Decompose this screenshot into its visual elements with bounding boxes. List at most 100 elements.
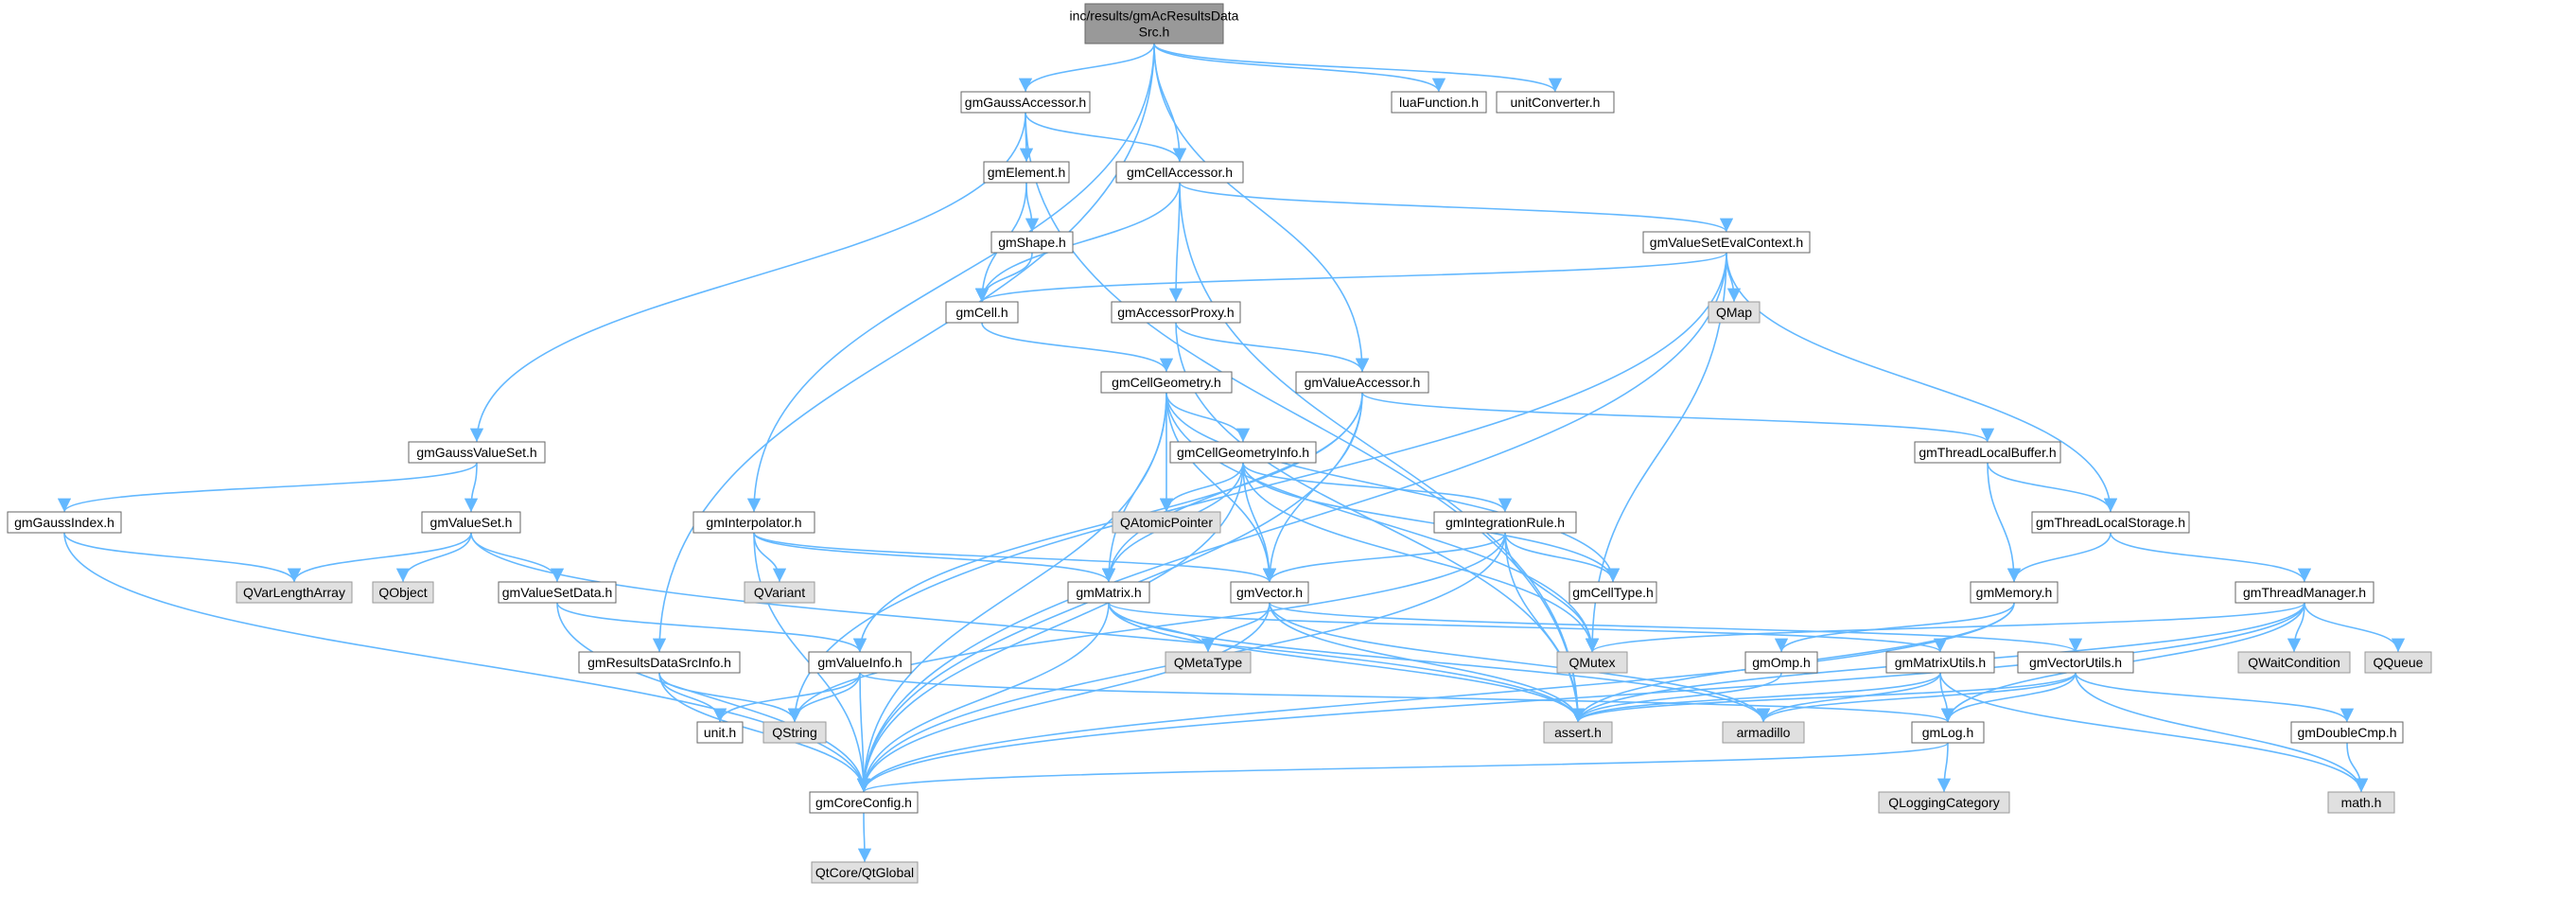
node-tlstore[interactable]: gmThreadLocalStorage.h — [2031, 511, 2190, 534]
node-matutils[interactable]: gmMatrixUtils.h — [1885, 651, 1995, 674]
edge-threadmgr-to-qmutex — [1586, 602, 2305, 653]
edge-resinfo-to-qstring — [658, 672, 802, 723]
node-box — [7, 511, 122, 534]
edge-cellgeo-to-vector — [1165, 392, 1277, 583]
edge-root-to-unitconv — [1153, 43, 1562, 93]
node-luafn[interactable]: luaFunction.h — [1391, 91, 1487, 114]
edge-cellgeoinfo-to-intrule — [1242, 462, 1513, 513]
node-label: luaFunction.h — [1399, 95, 1479, 110]
edge-matutils-to-log — [1939, 672, 1955, 723]
edge-cellacc-to-assert — [1179, 182, 1586, 723]
node-label: QObject — [378, 585, 427, 600]
node-box — [1556, 651, 1628, 674]
node-label: gmVectorUtils.h — [2029, 655, 2122, 670]
node-label: gmAccessorProxy.h — [1117, 305, 1234, 320]
edge-intrule-to-qmutex — [1504, 532, 1600, 653]
node-box — [945, 301, 1019, 324]
node-vseval[interactable]: gmValueSetEvalContext.h — [1642, 231, 1811, 254]
node-label: gmThreadLocalBuffer.h — [1919, 445, 2056, 460]
node-resinfo[interactable]: gmResultsDataSrcInfo.h — [578, 651, 741, 674]
node-label: QAtomicPointer — [1120, 515, 1213, 530]
edge-vector-to-qmetatype — [1200, 602, 1270, 653]
node-dblcmp[interactable]: gmDoubleCmp.h — [2290, 721, 2404, 744]
edge-cellgeo-to-celltype — [1165, 392, 1621, 583]
node-element[interactable]: gmElement.h — [983, 161, 1070, 184]
node-interp[interactable]: gmInterpolator.h — [692, 511, 815, 534]
node-cellgeo[interactable]: gmCellGeometry.h — [1100, 371, 1233, 394]
node-cell[interactable]: gmCell.h — [945, 301, 1019, 324]
node-valacc[interactable]: gmValueAccessor.h — [1295, 371, 1429, 394]
node-vecutils[interactable]: gmVectorUtils.h — [2017, 651, 2134, 674]
node-valueset[interactable]: gmValueSet.h — [421, 511, 521, 534]
node-threadmgr[interactable]: gmThreadManager.h — [2234, 581, 2374, 604]
node-label: gmMatrixUtils.h — [1895, 655, 1986, 670]
node-label: unitConverter.h — [1511, 95, 1601, 110]
node-vector[interactable]: gmVector.h — [1230, 581, 1309, 604]
node-cellacc[interactable]: gmCellAccessor.h — [1115, 161, 1244, 184]
node-shape[interactable]: gmShape.h — [990, 231, 1074, 254]
node-omp[interactable]: gmOmp.h — [1744, 651, 1818, 674]
edge-threadmgr-to-coreconfig — [857, 602, 2305, 793]
node-box — [1067, 581, 1150, 604]
node-label: inc/results/gmAcResultsData — [1070, 9, 1239, 24]
node-label: gmShape.h — [998, 235, 1066, 250]
node-box — [2234, 581, 2374, 604]
node-label: gmResultsDataSrcInfo.h — [587, 655, 731, 670]
edge-vecutils-to-dblcmp — [2075, 672, 2355, 723]
node-box — [408, 441, 546, 464]
edge-intrule-to-vector — [1262, 532, 1506, 583]
edge-root-to-valacc — [1153, 43, 1370, 373]
node-celltype[interactable]: gmCellType.h — [1568, 581, 1657, 604]
node-assert: assert.h — [1543, 721, 1613, 744]
node-log[interactable]: gmLog.h — [1911, 721, 1985, 744]
edge-vecutils-to-log — [1940, 672, 2077, 723]
node-box — [372, 581, 434, 604]
edge-dblcmp-to-math — [2346, 742, 2369, 793]
node-gaussacc[interactable]: gmGaussAccessor.h — [960, 91, 1091, 114]
edge-tlstore-to-threadmgr — [2110, 532, 2312, 583]
node-label: QMap — [1716, 305, 1752, 320]
node-unitconv[interactable]: unitConverter.h — [1496, 91, 1615, 114]
node-box — [1100, 371, 1233, 394]
node-label: QVariant — [754, 585, 805, 600]
node-intrule[interactable]: gmIntegrationRule.h — [1433, 511, 1577, 534]
node-matrix[interactable]: gmMatrix.h — [1067, 581, 1150, 604]
node-box — [1165, 651, 1252, 674]
node-gaussidx[interactable]: gmGaussIndex.h — [7, 511, 122, 534]
node-box — [2327, 791, 2395, 814]
edge-vseval-to-coreconfig — [856, 252, 1727, 793]
node-vsdata[interactable]: gmValueSetData.h — [498, 581, 617, 604]
node-tlbuf[interactable]: gmThreadLocalBuffer.h — [1914, 441, 2061, 464]
edge-vector-to-vecutils — [1269, 602, 2082, 653]
node-box — [1111, 301, 1241, 324]
edge-matutils-to-assert — [1570, 672, 1941, 723]
node-accproxy[interactable]: gmAccessorProxy.h — [1111, 301, 1241, 324]
node-gaussvs[interactable]: gmGaussValueSet.h — [408, 441, 546, 464]
edge-vseval-to-tlstore — [1726, 252, 2118, 513]
edge-vsdata-to-valinfo — [556, 602, 867, 653]
node-label: gmDoubleCmp.h — [2297, 725, 2396, 740]
node-unit[interactable]: unit.h — [696, 721, 744, 744]
node-cellgeoinfo[interactable]: gmCellGeometryInfo.h — [1169, 441, 1317, 464]
node-label: gmValueSetEvalContext.h — [1650, 235, 1803, 250]
edge-matrix-to-qmetatype — [1108, 602, 1216, 653]
edge-root-to-luafn — [1153, 43, 1446, 93]
edge-threadmgr-to-qwaitcond — [2287, 602, 2305, 653]
node-label: gmIntegrationRule.h — [1446, 515, 1565, 530]
node-qtglobal: QtCore/QtGlobal — [811, 861, 919, 884]
node-memory[interactable]: gmMemory.h — [1970, 581, 2059, 604]
node-qvariant: QVariant — [744, 581, 815, 604]
node-label: armadillo — [1737, 725, 1791, 740]
edge-cellacc-to-cell — [974, 182, 1181, 303]
edge-coreconfig-to-qtglobal — [857, 812, 872, 863]
node-valinfo[interactable]: gmValueInfo.h — [808, 651, 912, 674]
node-qlogcat: QLoggingCategory — [1878, 791, 2010, 814]
node-box — [2364, 651, 2432, 674]
node-box — [696, 721, 744, 744]
node-label: QQueue — [2374, 655, 2424, 670]
node-coreconfig[interactable]: gmCoreConfig.h — [809, 791, 919, 814]
node-qatomic: QAtomicPointer — [1112, 511, 1221, 534]
node-label: QWaitCondition — [2248, 655, 2340, 670]
node-box — [1708, 301, 1761, 324]
